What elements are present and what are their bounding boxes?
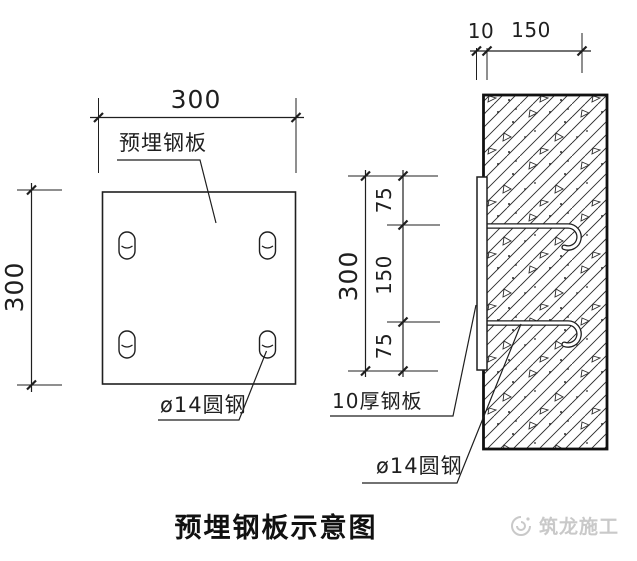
section-plate-thickness-dim-label: 10 <box>467 19 495 43</box>
plan-plate-label: 预埋钢板 <box>119 131 207 155</box>
embedded-plate-section <box>476 176 488 371</box>
plan-view-linework <box>17 98 304 421</box>
anchor-symbol <box>118 231 136 260</box>
anchor-symbol <box>118 330 136 359</box>
plan-bar-label: ø14圆钢 <box>160 393 247 417</box>
watermark-text: 筑龙施工 <box>539 516 620 538</box>
anchor-bar-lower <box>481 320 582 348</box>
section-top-dimension <box>470 33 591 80</box>
section-lower-dim-label: 75 <box>372 332 396 360</box>
plan-top-dimension <box>90 98 304 173</box>
section-bar-leader-line <box>362 323 522 484</box>
section-view-linework <box>330 33 609 484</box>
plan-plate-leader-line <box>117 159 217 224</box>
plan-height-dim-label: 300 <box>0 261 29 313</box>
section-upper-dim-label: 75 <box>372 186 396 214</box>
anchor-bar-upper <box>481 223 582 251</box>
section-vertical-dimensions <box>348 170 440 377</box>
anchor-symbol <box>258 231 277 260</box>
section-plate-label: 10厚钢板 <box>332 389 423 413</box>
plan-width-dim-label: 300 <box>170 85 222 114</box>
section-middle-dim-label: 150 <box>372 255 396 295</box>
plan-left-dimension <box>17 183 62 392</box>
plan-bar-leader-line <box>158 350 268 421</box>
anchor-symbol <box>258 330 277 359</box>
concrete-section <box>482 93 609 451</box>
section-embed-length-dim-label: 150 <box>511 18 551 42</box>
zhulong-logo-icon <box>511 515 531 536</box>
section-overall-dim-label: 300 <box>333 250 363 302</box>
section-plate-leader-line <box>330 304 477 417</box>
watermark: 筑龙施工 <box>508 512 619 539</box>
section-bar-label: ø14圆钢 <box>376 454 463 478</box>
drawing-title: 预埋钢板示意图 <box>174 513 378 544</box>
